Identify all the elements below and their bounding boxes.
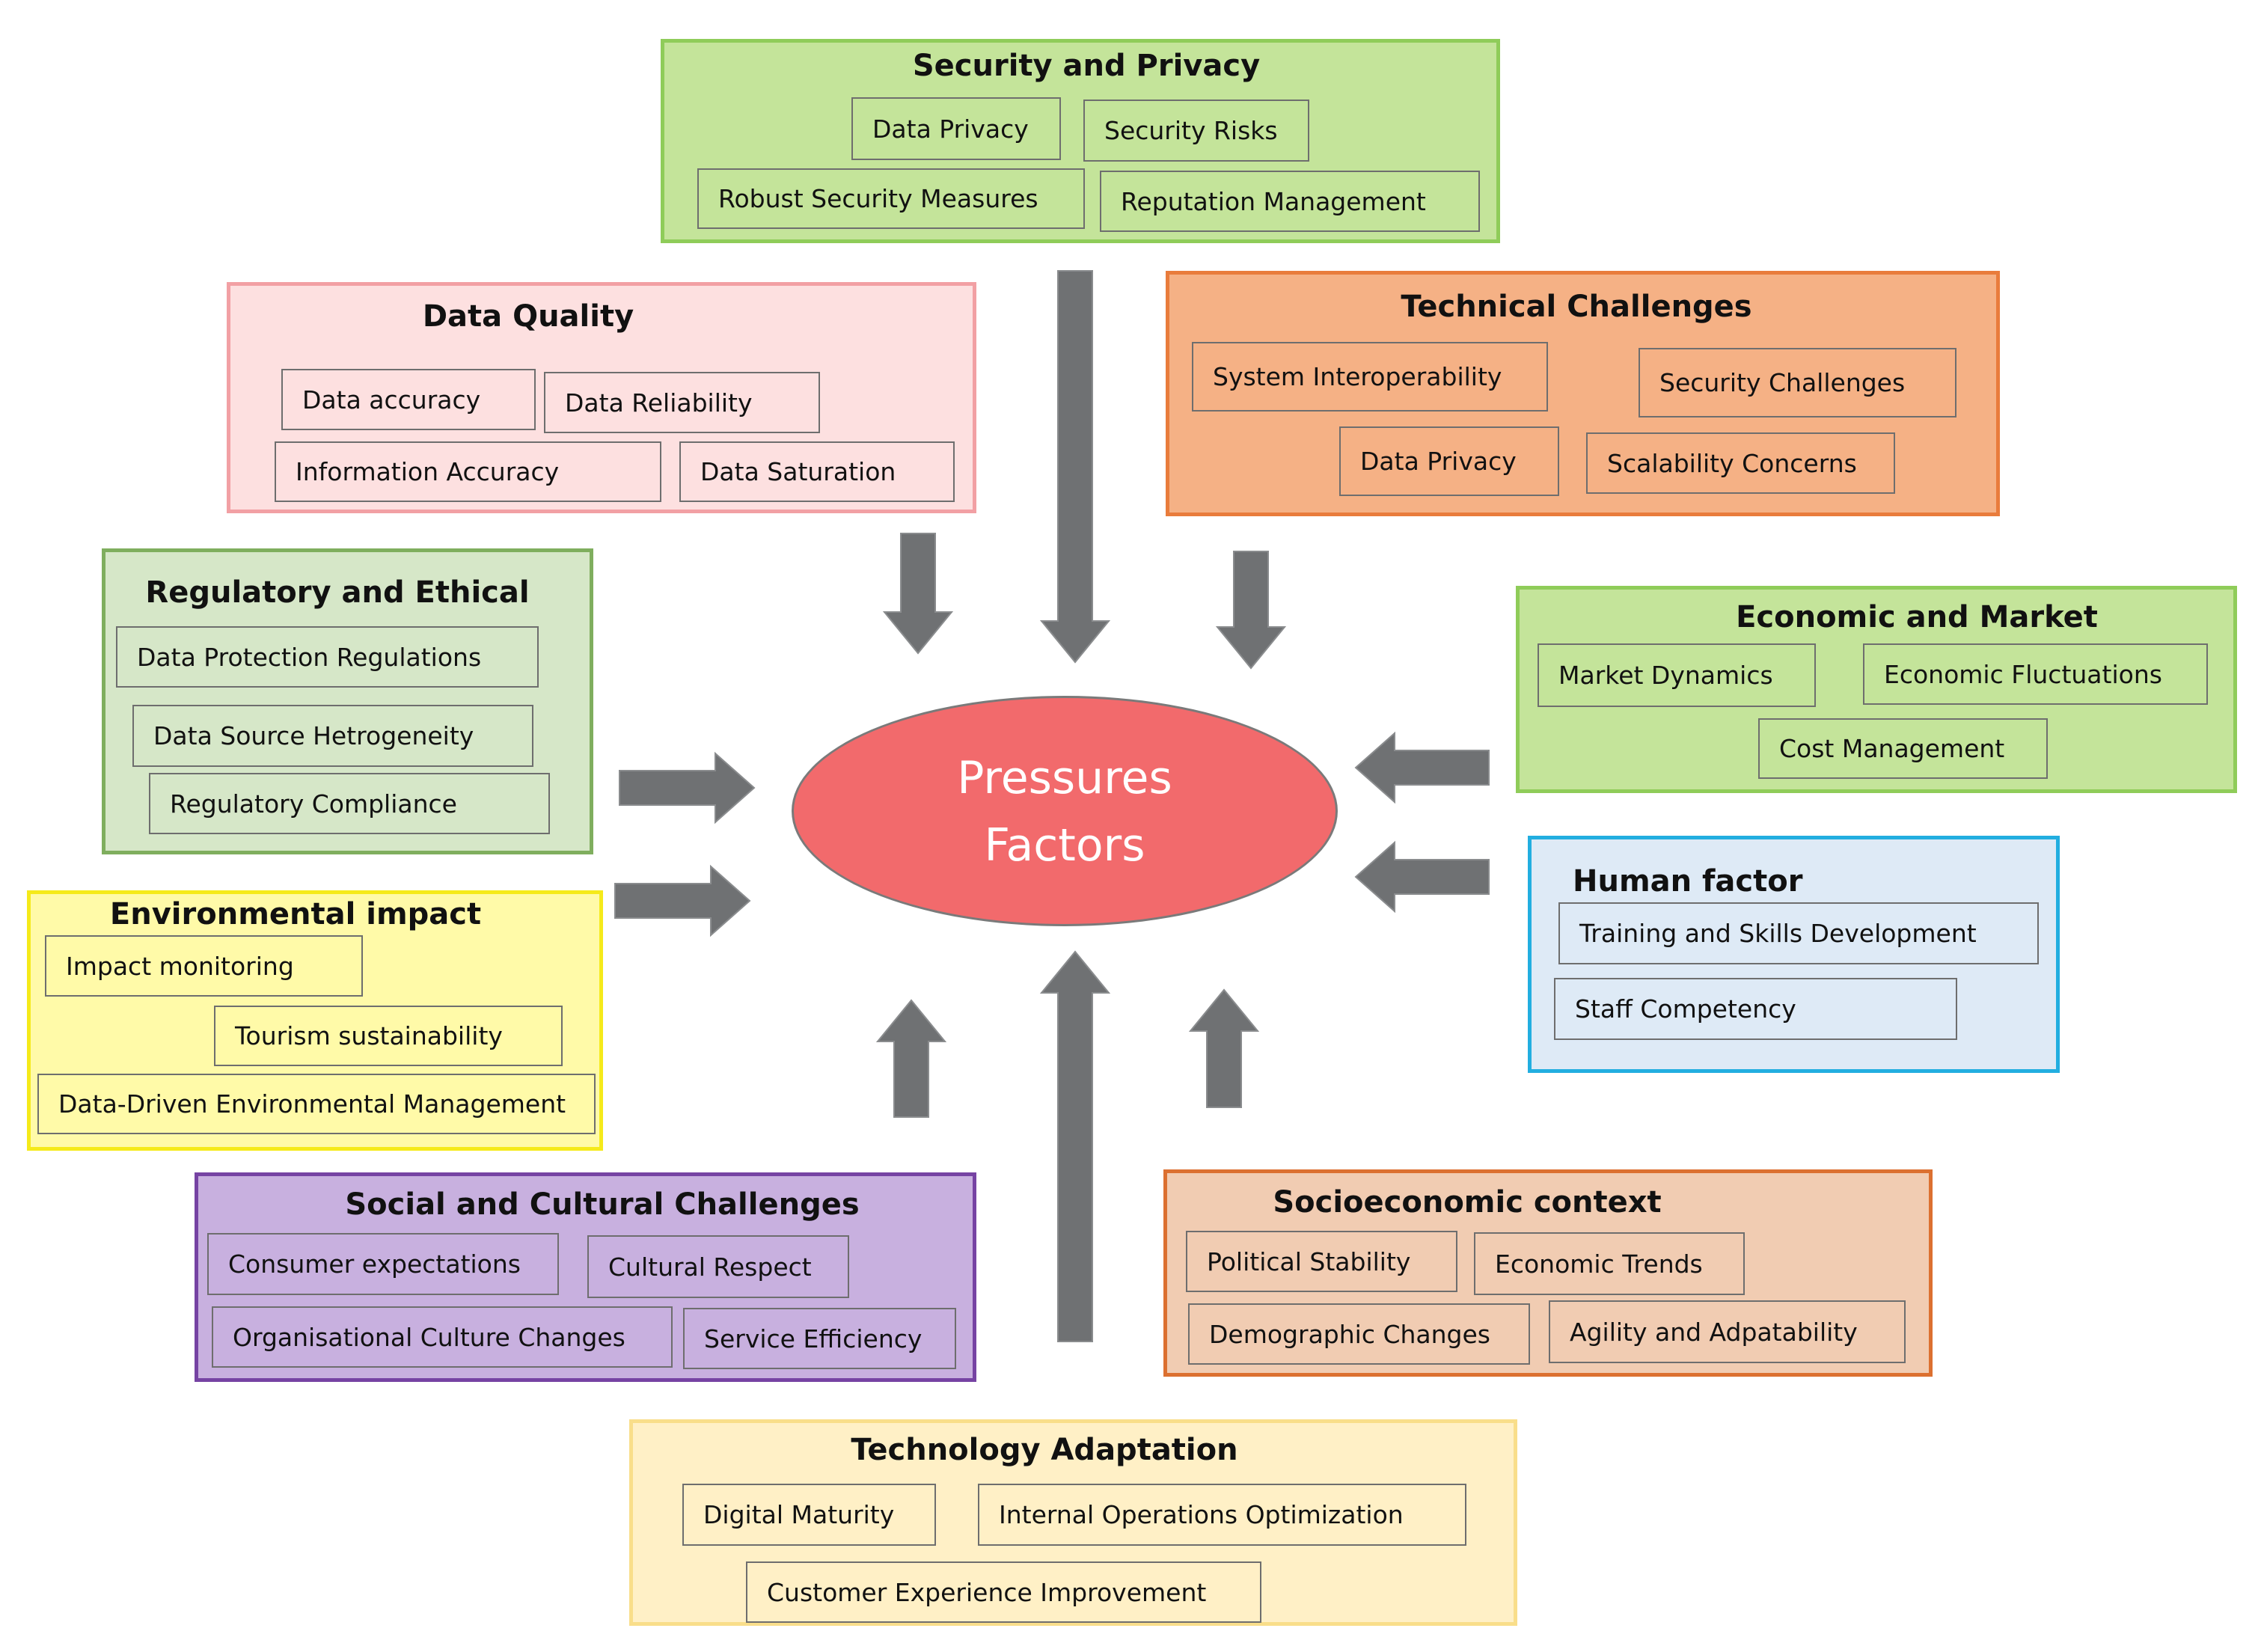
center-ellipse [792, 696, 1338, 926]
group-socioeconomic-context [1163, 1169, 1933, 1377]
factor-item: Service Efficiency [683, 1308, 956, 1369]
factor-item: Economic Trends [1474, 1232, 1745, 1295]
factor-item: Tourism sustainability [214, 1006, 563, 1066]
group-title-technology-adaptation: Technology Adaptation [851, 1433, 1238, 1467]
factor-item: Staff Competency [1554, 978, 1957, 1040]
factor-item: Reputation Management [1100, 171, 1480, 232]
factor-item: Training and Skills Development [1558, 902, 2039, 964]
group-title-socioeconomic-context: Socioeconomic context [1273, 1185, 1662, 1220]
factor-item: Regulatory Compliance [149, 773, 550, 834]
arrow-left-upper [1354, 731, 1490, 804]
group-title-regulatory-and-ethical: Regulatory and Ethical [145, 575, 530, 610]
factor-item: Data-Driven Environmental Management [37, 1074, 596, 1134]
group-title-technical-challenges: Technical Challenges [1401, 290, 1752, 324]
group-social-and-cultural-challenges [195, 1172, 976, 1382]
group-environmental-impact [27, 890, 603, 1151]
group-title-security-and-privacy: Security and Privacy [912, 49, 1261, 83]
group-technical-challenges [1166, 271, 2000, 516]
factor-item: Robust Security Measures [697, 168, 1085, 229]
arrow-right-upper [619, 751, 756, 825]
factor-item: Impact monitoring [45, 935, 363, 997]
factor-item: Consumer expectations [207, 1233, 559, 1295]
factor-item: Internal Operations Optimization [978, 1484, 1466, 1546]
group-economic-and-market [1516, 586, 2237, 793]
factor-item: Customer Experience Improvement [746, 1561, 1261, 1623]
factor-item: Organisational Culture Changes [212, 1306, 673, 1368]
factor-item: Cost Management [1758, 718, 2048, 779]
factor-item: Demographic Changes [1188, 1303, 1530, 1365]
factor-item: Digital Maturity [682, 1484, 936, 1546]
group-technology-adaptation [629, 1419, 1517, 1626]
factor-item: Data accuracy [281, 369, 536, 430]
factor-item: Market Dynamics [1538, 643, 1816, 707]
group-security-and-privacy [661, 39, 1500, 243]
group-data-quality [227, 282, 976, 513]
factor-item: Security Challenges [1639, 348, 1956, 417]
factor-item: Economic Fluctuations [1863, 643, 2208, 705]
group-title-environmental-impact: Environmental impact [109, 897, 482, 931]
group-title-social-and-cultural-challenges: Social and Cultural Challenges [345, 1187, 860, 1222]
arrow-right-lower [614, 864, 751, 937]
factor-item: Data Protection Regulations [116, 626, 539, 688]
arrow-up-right [1188, 988, 1260, 1108]
center-label-line-2: Factors [984, 819, 1145, 872]
factor-item: Political Stability [1186, 1231, 1457, 1292]
factor-item: Data Reliability [544, 372, 820, 433]
factor-item: Data Privacy [851, 97, 1061, 160]
factor-item: Cultural Respect [587, 1235, 849, 1298]
factor-item: Scalability Concerns [1586, 432, 1895, 494]
factor-item: Information Accuracy [275, 441, 661, 502]
group-title-data-quality: Data Quality [422, 299, 634, 334]
arrow-left-lower [1354, 840, 1490, 914]
factor-item: Data Privacy [1339, 426, 1559, 496]
factor-item: Security Risks [1083, 100, 1309, 162]
factor-item: Agility and Adpatability [1549, 1300, 1906, 1363]
arrow-up-center [1039, 950, 1111, 1342]
factor-item: System Interoperability [1192, 342, 1548, 412]
arrow-down-left [882, 533, 954, 655]
arrow-up-left [875, 999, 947, 1118]
group-title-human-factor: Human factor [1573, 864, 1803, 899]
center-label-line-1: Pressures [957, 752, 1172, 804]
factor-item: Data Saturation [679, 441, 955, 502]
group-human-factor [1528, 836, 2060, 1073]
factor-item: Data Source Hetrogeneity [132, 705, 533, 767]
arrow-down-right [1215, 551, 1287, 670]
arrow-down-center [1039, 270, 1111, 664]
group-title-economic-and-market: Economic and Market [1736, 600, 2098, 634]
group-regulatory-and-ethical [102, 548, 593, 854]
